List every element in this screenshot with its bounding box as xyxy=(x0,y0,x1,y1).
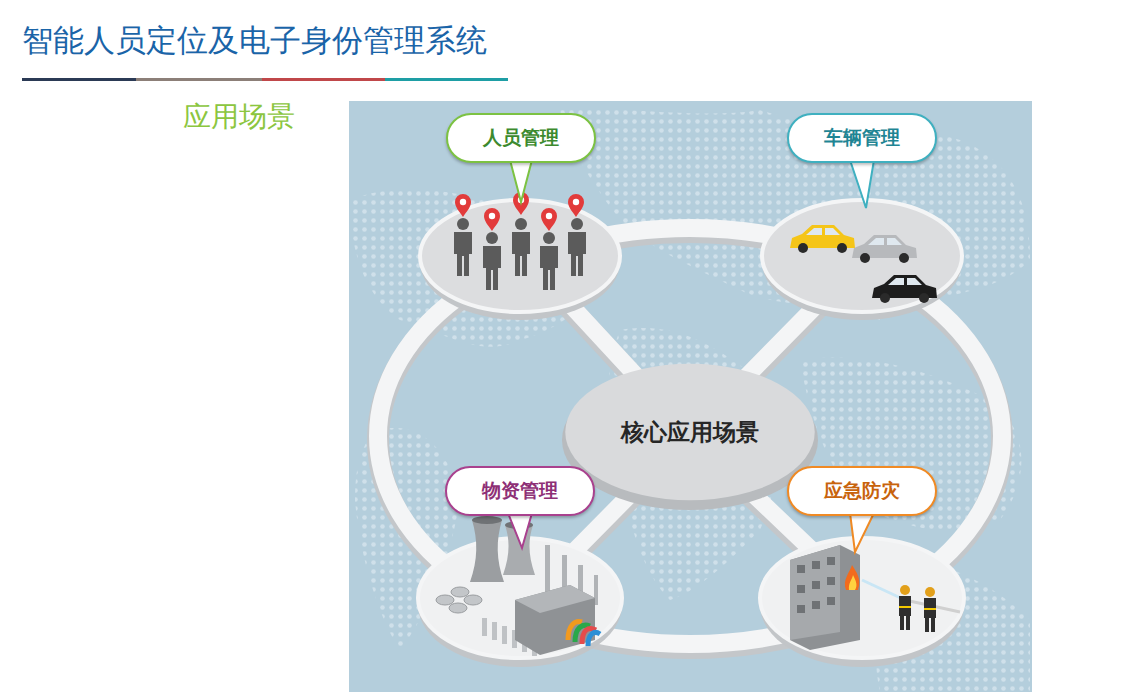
callout-bubble: 车辆管理 xyxy=(787,113,937,163)
section-heading: 应用场景 xyxy=(183,98,295,136)
node-label: 应急防灾 xyxy=(824,478,900,504)
node-label: 人员管理 xyxy=(483,125,559,151)
node-label: 核心应用场景 xyxy=(621,417,759,448)
page-title: 智能人员定位及电子身份管理系统 xyxy=(22,20,487,62)
callout-bubble: 物资管理 xyxy=(445,466,595,516)
node-label: 车辆管理 xyxy=(824,125,900,151)
callout-bubble: 人员管理 xyxy=(446,113,596,163)
core-ellipse: 核心应用场景 xyxy=(564,363,816,501)
node-label: 物资管理 xyxy=(482,478,558,504)
callout-bubble: 应急防灾 xyxy=(787,466,937,516)
